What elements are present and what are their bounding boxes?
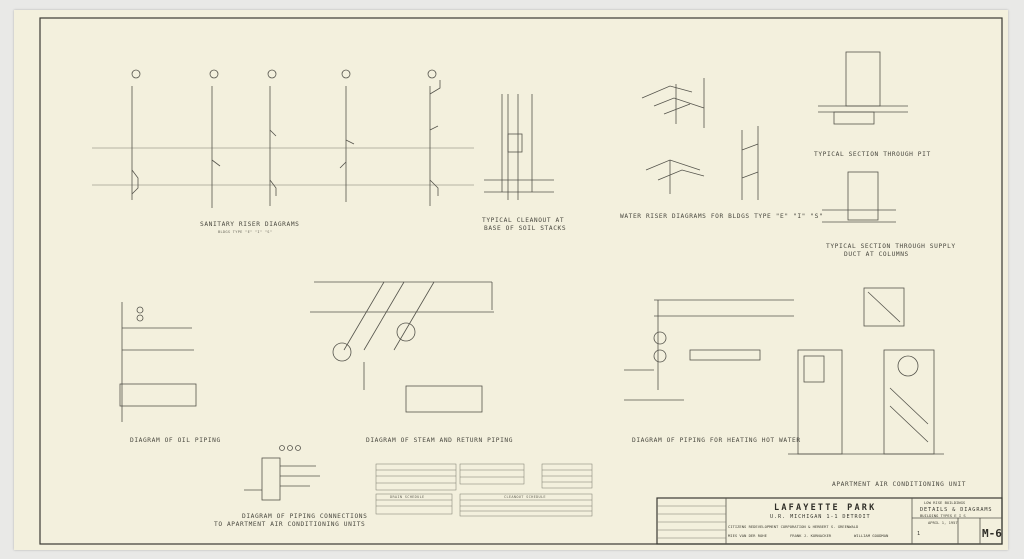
steam-return-diagram: DIAGRAM OF STEAM AND RETURN PIPING [310, 281, 513, 444]
hot-water-title: DIAGRAM OF PIPING FOR HEATING HOT WATER [632, 437, 801, 444]
schedules: DRAIN SCHEDULE CLEANOUT SCHEDULE [375, 463, 593, 517]
sanitary-title: SANITARY RISER DIAGRAMS [200, 221, 299, 228]
revision-number: 1 [917, 531, 921, 537]
supply-title: TYPICAL SECTION THROUGH SUPPLY [826, 243, 956, 250]
drain-schedule-title: DRAIN SCHEDULE [390, 495, 425, 499]
sheet-title: DETAILS & DIAGRAMS [920, 507, 992, 513]
ac-unit-title: APARTMENT AIR CONDITIONING UNIT [832, 481, 966, 488]
building-label: LOW RISE BUILDINGS [924, 500, 966, 505]
drawing-sheet: SANITARY RISER DIAGRAMS BLDGS TYPE "E" "… [14, 10, 1008, 550]
cleanout-title-2: BASE OF SOIL STACKS [484, 225, 566, 232]
cleanout-schedule-title: CLEANOUT SCHEDULE [504, 495, 546, 499]
project-name: LAFAYETTE PARK [774, 503, 876, 513]
supply-duct-section: TYPICAL SECTION THROUGH SUPPLY DUCT AT C… [822, 171, 956, 258]
supply-title-2: DUCT AT COLUMNS [844, 251, 909, 258]
ac-conn-title-2: TO APARTMENT AIR CONDITIONING UNITS [214, 521, 365, 528]
blueprint-drawing: SANITARY RISER DIAGRAMS BLDGS TYPE "E" "… [39, 17, 1003, 545]
water-riser-diagrams: WATER RISER DIAGRAMS FOR BLDGS TYPE "E" … [620, 78, 823, 220]
sanitary-subtitle: BLDGS TYPE "E" "I" "S" [218, 230, 272, 234]
drawing-date: APRIL 1, 1957 [928, 520, 958, 525]
architect-name: MIES VAN DER ROHE [728, 533, 768, 538]
project-location: U.R. MICHIGAN 1-1 DETROIT [770, 514, 871, 520]
sanitary-riser-diagrams: SANITARY RISER DIAGRAMS BLDGS TYPE "E" "… [92, 69, 474, 234]
ac-connections-diagram: DIAGRAM OF PIPING CONNECTIONS TO APARTME… [214, 445, 367, 528]
oil-title: DIAGRAM OF OIL PIPING [130, 437, 221, 444]
hot-water-diagram: DIAGRAM OF PIPING FOR HEATING HOT WATER [624, 299, 801, 444]
oil-piping-diagram: DIAGRAM OF OIL PIPING [119, 302, 221, 444]
sheet-number: M-6 [982, 527, 1002, 540]
ac-unit-detail: APARTMENT AIR CONDITIONING UNIT [788, 287, 966, 488]
engineer-name-2: WILLIAM GOODMAN [854, 533, 889, 538]
client-name: CITIZENS REDEVELOPMENT CORPORATION & HER… [728, 524, 859, 529]
building-types: BUILDING TYPES E I S [920, 513, 966, 518]
pit-title: TYPICAL SECTION THROUGH PIT [814, 151, 931, 158]
water-riser-title: WATER RISER DIAGRAMS FOR BLDGS TYPE "E" … [620, 213, 823, 220]
cleanout-title: TYPICAL CLEANOUT AT [482, 217, 564, 224]
sheet-border [39, 17, 1003, 545]
engineer-name-1: FRANK J. KORNACKER [790, 533, 832, 538]
title-block: LAFAYETTE PARK U.R. MICHIGAN 1-1 DETROIT… [656, 497, 1003, 545]
cleanout-detail: TYPICAL CLEANOUT AT BASE OF SOIL STACKS [482, 94, 566, 232]
pit-section: TYPICAL SECTION THROUGH PIT [814, 51, 931, 158]
steam-title: DIAGRAM OF STEAM AND RETURN PIPING [366, 437, 513, 444]
ac-conn-title: DIAGRAM OF PIPING CONNECTIONS [242, 513, 367, 520]
